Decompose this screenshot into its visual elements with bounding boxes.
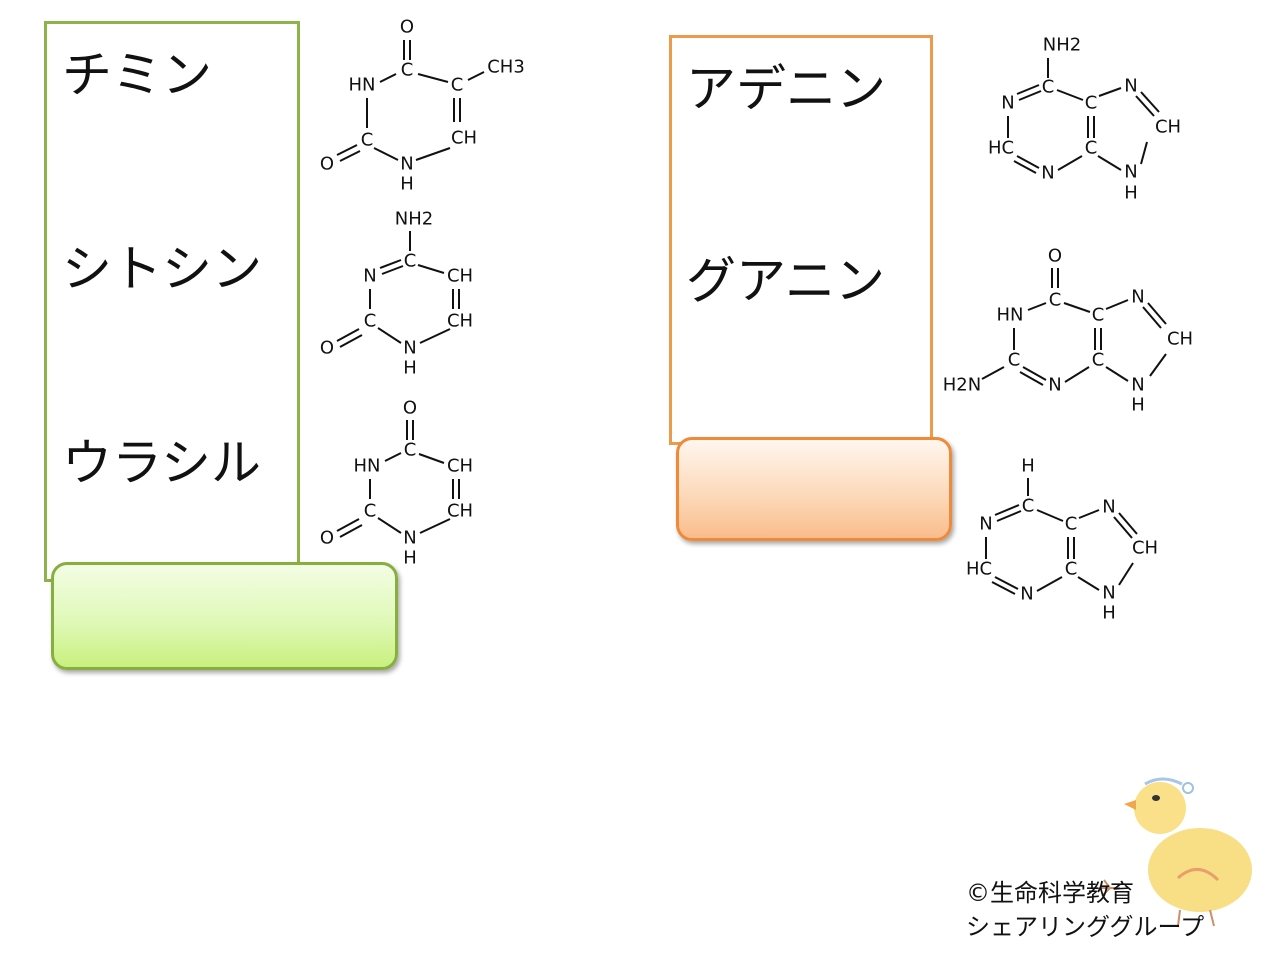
atom: NH2 bbox=[395, 209, 433, 230]
atom: C bbox=[404, 251, 417, 272]
atom: CH bbox=[447, 311, 473, 332]
atom: HN bbox=[354, 456, 381, 477]
atom: CH bbox=[447, 501, 473, 522]
adenine-structure: NH2 C N C N CH HC C N N H bbox=[988, 35, 1181, 204]
atom: N bbox=[1124, 162, 1137, 183]
atom: N bbox=[1001, 93, 1014, 114]
atom: C bbox=[1092, 350, 1105, 371]
atom: O bbox=[320, 338, 334, 359]
atom: C bbox=[1085, 93, 1098, 114]
pyrimidine-box bbox=[44, 21, 300, 582]
atom: C bbox=[1092, 305, 1105, 326]
atom: H bbox=[1124, 183, 1138, 204]
pyrimidine-answer-box[interactable] bbox=[51, 562, 398, 670]
atom: C bbox=[1085, 138, 1098, 159]
atom: H bbox=[400, 174, 414, 195]
atom: N bbox=[1048, 375, 1061, 396]
atom: C bbox=[451, 75, 464, 96]
atom: N bbox=[1020, 584, 1033, 605]
atom: C bbox=[361, 130, 374, 151]
atom: NH2 bbox=[1043, 35, 1081, 56]
thymine-structure: O C HN C CH3 C CH O N H bbox=[320, 17, 525, 195]
adenine-label: アデニン bbox=[686, 60, 886, 118]
copyright-line2: シェアリンググループ bbox=[966, 913, 1205, 941]
guanine-label: グアニン bbox=[686, 252, 885, 310]
cytosine-label: シトシン bbox=[62, 240, 262, 298]
atom: N bbox=[1041, 163, 1054, 184]
guanine-structure: O C HN C N CH C C H2N N N H bbox=[943, 246, 1193, 416]
thymine-label: チミン bbox=[62, 46, 212, 104]
atom: CH bbox=[1155, 117, 1181, 138]
uracil-structure: O C HN CH C CH O N H bbox=[320, 398, 473, 569]
purine-structure: H C N C N CH HC C N N H bbox=[966, 456, 1158, 624]
atom: N bbox=[1102, 583, 1115, 604]
atom: O bbox=[403, 398, 417, 419]
chick-mascot-icon bbox=[1100, 777, 1252, 927]
atom: N bbox=[400, 154, 413, 175]
atom: O bbox=[400, 17, 414, 38]
atom: CH bbox=[1167, 329, 1193, 350]
atom: N bbox=[979, 514, 992, 535]
atom: N bbox=[1131, 287, 1144, 308]
atom: H bbox=[1131, 395, 1145, 416]
atom: C bbox=[1008, 350, 1021, 371]
atom: C bbox=[1065, 559, 1078, 580]
atom: N bbox=[1102, 497, 1115, 518]
purine-box bbox=[669, 35, 933, 445]
atom: CH bbox=[451, 128, 477, 149]
atom: C bbox=[364, 501, 377, 522]
atom: C bbox=[1022, 496, 1035, 517]
purine-answer-box[interactable] bbox=[676, 437, 952, 541]
atom: N bbox=[1124, 76, 1137, 97]
atom: CH bbox=[447, 266, 473, 287]
atom: C bbox=[401, 60, 414, 81]
atom: H bbox=[1102, 603, 1116, 624]
atom: C bbox=[364, 311, 377, 332]
atom: HN bbox=[997, 305, 1024, 326]
atom: HC bbox=[966, 559, 992, 580]
atom: N bbox=[363, 266, 376, 287]
atom: CH bbox=[447, 456, 473, 477]
atom: C bbox=[404, 440, 417, 461]
atom: N bbox=[1131, 375, 1144, 396]
atom: CH bbox=[1132, 538, 1158, 559]
atom: N bbox=[403, 338, 416, 359]
uracil-label: ウラシル bbox=[62, 434, 261, 492]
atom: N bbox=[403, 528, 416, 549]
atom: C bbox=[1049, 290, 1062, 311]
atom: O bbox=[320, 528, 334, 549]
atom: HC bbox=[988, 138, 1014, 159]
atom: H bbox=[403, 358, 417, 379]
atom: C bbox=[1065, 514, 1078, 535]
atom: O bbox=[1048, 246, 1062, 267]
atom: H bbox=[1021, 456, 1035, 477]
atom: HN bbox=[349, 75, 376, 96]
atom: C bbox=[1042, 77, 1055, 98]
copyright-notice: ©生命科学教育 シェアリンググループ bbox=[966, 876, 1204, 944]
copyright-line1: ©生命科学教育 bbox=[966, 879, 1134, 907]
atom: O bbox=[320, 154, 334, 175]
atom: H bbox=[403, 548, 417, 569]
atom: CH3 bbox=[487, 57, 525, 78]
atom: H2N bbox=[943, 375, 981, 396]
cytosine-structure: NH2 C N CH C CH O N H bbox=[320, 209, 473, 379]
